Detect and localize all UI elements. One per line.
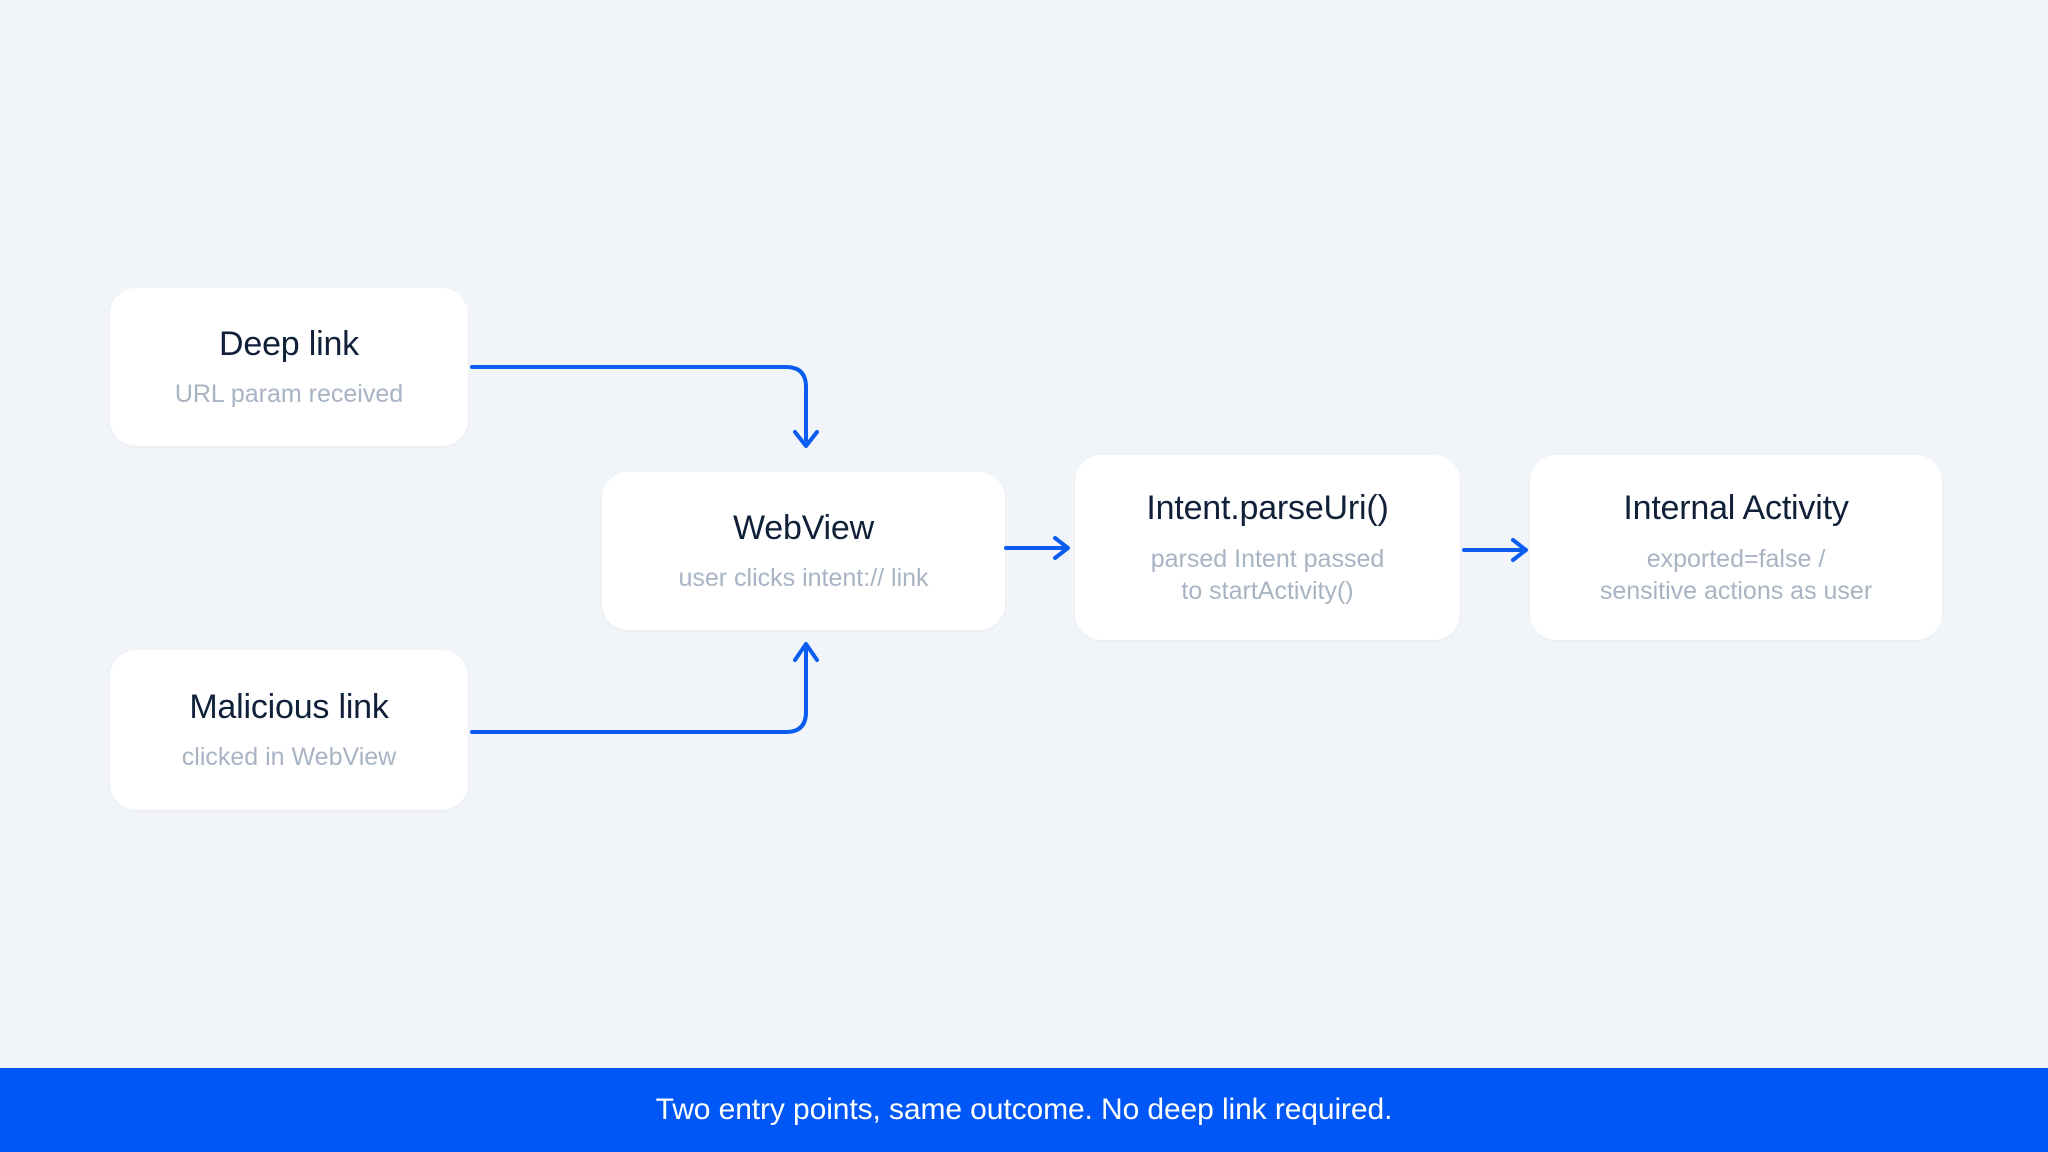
node-internal-activity-subtitle: exported=false / sensitive actions as us… [1600, 543, 1872, 607]
node-deep-link-title: Deep link [219, 324, 359, 363]
edge-webview-to-intent-arrow-icon [1004, 536, 1070, 560]
node-webview-title: WebView [733, 508, 874, 547]
node-intent-parse-uri-subtitle-line1: parsed Intent passed [1150, 544, 1385, 573]
summary-banner-text: Two entry points, same outcome. No deep … [655, 1093, 1393, 1126]
node-intent-parse-uri-title: Intent.parseUri() [1146, 489, 1389, 528]
edge-malicious-link-to-webview-arrow-icon [470, 642, 819, 734]
node-intent-parse-uri-subtitle-line2: to startActivity() [1181, 576, 1354, 605]
node-internal-activity-title: Internal Activity [1623, 489, 1849, 528]
node-malicious-link-subtitle: clicked in WebView [181, 743, 397, 772]
edge-deep-link-to-webview-arrow-icon [470, 365, 819, 448]
node-deep-link-subtitle: URL param received [174, 380, 404, 409]
node-internal-activity-subtitle-line1: exported=false / [1646, 544, 1826, 573]
node-internal-activity: Internal Activity exported=false / sensi… [1530, 455, 1942, 640]
node-internal-activity-subtitle-line2: sensitive actions as user [1599, 576, 1873, 605]
node-webview-subtitle: user clicks intent:// link [678, 564, 929, 593]
node-deep-link: Deep link URL param received [110, 288, 468, 446]
node-webview: WebView user clicks intent:// link [602, 472, 1005, 630]
summary-banner: Two entry points, same outcome. No deep … [0, 1068, 2048, 1152]
node-intent-parse-uri-subtitle: parsed Intent passed to startActivity() [1151, 543, 1385, 607]
node-intent-parse-uri: Intent.parseUri() parsed Intent passed t… [1075, 455, 1460, 640]
edge-intent-to-internal-activity-arrow-icon [1462, 538, 1528, 562]
node-malicious-link-title: Malicious link [189, 687, 389, 726]
node-malicious-link: Malicious link clicked in WebView [110, 650, 468, 810]
